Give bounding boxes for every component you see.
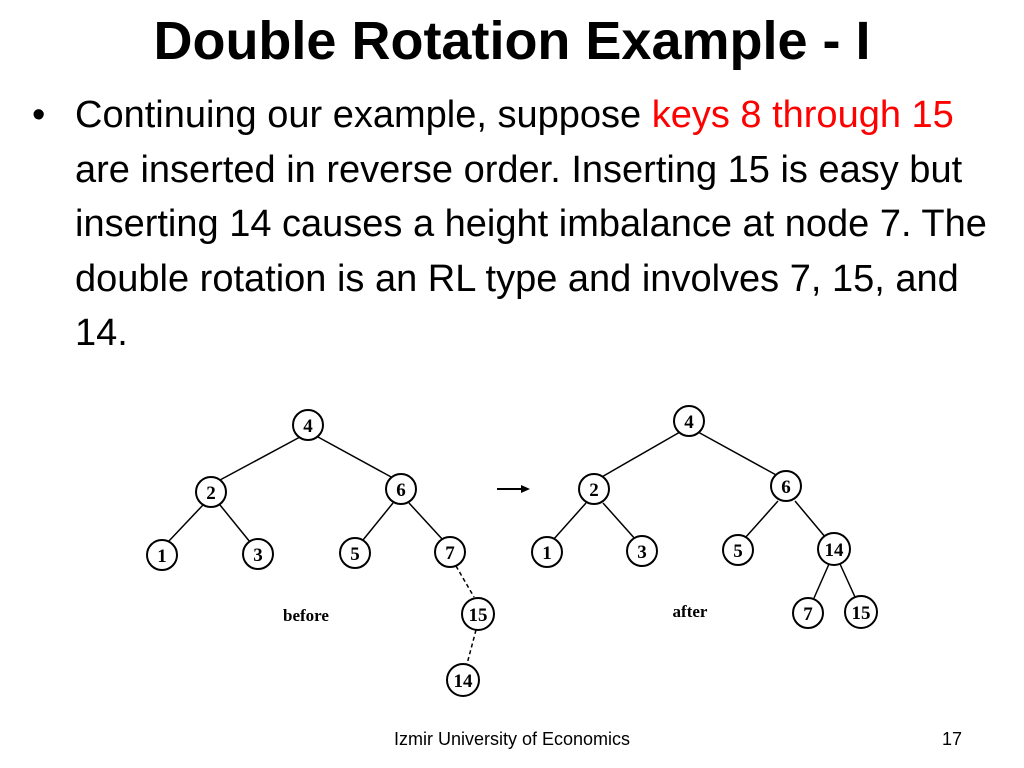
tree-edge (599, 431, 681, 479)
node-label: 5 (350, 544, 360, 565)
node-label: 7 (445, 543, 455, 564)
tree-node: 3 (626, 535, 658, 567)
node-label: 14 (454, 671, 474, 692)
tree-node: 6 (770, 470, 802, 502)
tree-edge (362, 502, 394, 541)
after-tree: 4 2 6 1 3 5 14 7 (531, 405, 878, 629)
tree-node: 2 (578, 473, 610, 505)
before-tree: 4 2 6 1 3 5 7 15 (146, 409, 495, 697)
bullet-text: Continuing our example, suppose keys 8 t… (75, 88, 992, 361)
tree-edge (408, 502, 444, 541)
node-label: 15 (469, 605, 488, 626)
tree-edge (744, 500, 779, 539)
tree-edge (219, 436, 301, 481)
node-label: 2 (589, 480, 599, 501)
tree-edge (552, 502, 587, 541)
tree-node: 7 (792, 597, 824, 629)
tree-edge (167, 504, 204, 543)
slide-title: Double Rotation Example - I (153, 11, 871, 71)
tree-edge (455, 565, 475, 598)
node-label: 3 (253, 545, 263, 566)
node-label: 5 (733, 541, 743, 562)
bullet-text-rest: are inserted in reverse order. Inserting… (75, 148, 987, 355)
node-label: 14 (825, 540, 845, 561)
node-label: 4 (684, 412, 694, 433)
tree-node: 6 (385, 473, 417, 505)
tree-edge (839, 563, 856, 598)
bullet-item: • Continuing our example, suppose keys 8… (32, 88, 992, 361)
tree-node: 7 (434, 536, 466, 568)
tree-node: 4 (673, 405, 705, 437)
page-number: 17 (941, 729, 962, 749)
bullet-text-intro: Continuing our example, suppose (75, 94, 652, 136)
bullet-highlight: keys 8 through 15 (651, 94, 954, 136)
right-arrow-icon (497, 485, 530, 493)
tree-edge (697, 431, 779, 477)
bullet-marker: • (32, 94, 46, 136)
tree-node: 4 (292, 409, 324, 441)
node-label: 15 (852, 603, 871, 624)
node-label: 7 (803, 604, 813, 625)
after-caption: after (673, 602, 708, 621)
node-label: 6 (781, 477, 791, 498)
tree-edge (794, 500, 827, 539)
node-label: 3 (637, 542, 647, 563)
tree-node: 2 (195, 476, 227, 508)
footer-institution: Izmir University of Economics (393, 729, 631, 749)
tree-node: 15 (844, 595, 878, 629)
node-label: 6 (396, 480, 406, 501)
tree-node: 5 (722, 534, 754, 566)
node-label: 2 (206, 483, 216, 504)
node-label: 1 (157, 546, 167, 567)
tree-edge (602, 502, 637, 541)
tree-node: 1 (146, 539, 178, 571)
tree-edge (219, 504, 251, 543)
tree-node: 1 (531, 536, 563, 568)
node-label: 1 (542, 543, 552, 564)
tree-edge (466, 629, 477, 665)
tree-edge (317, 436, 394, 479)
node-label: 4 (303, 416, 313, 437)
tree-node: 15 (461, 597, 495, 631)
tree-node: 14 (446, 663, 480, 697)
tree-node: 5 (339, 537, 371, 569)
tree-node: 3 (242, 538, 274, 570)
tree-node: 14 (817, 532, 851, 566)
before-caption: before (283, 606, 329, 625)
tree-edge (813, 563, 830, 599)
